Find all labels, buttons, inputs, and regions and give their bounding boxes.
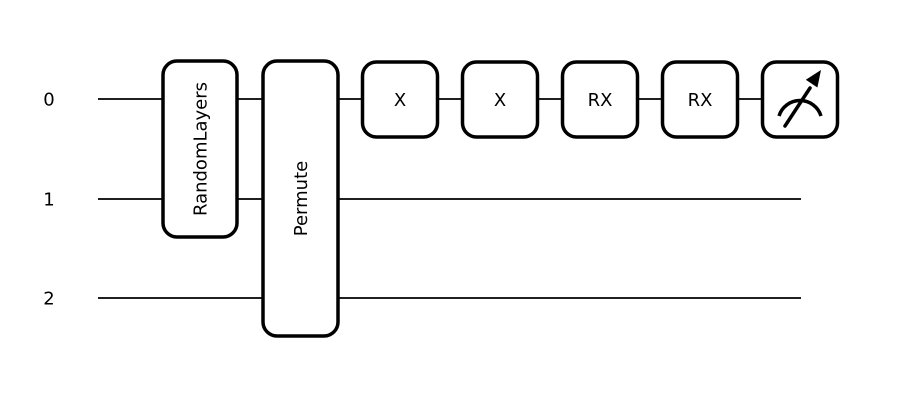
gate-rx-1-label: RX [588, 90, 613, 111]
gate-randomlayers-label: RandomLayers [190, 82, 211, 216]
measurement-node [760, 60, 840, 139]
gate-randomlayers: RandomLayers [161, 59, 239, 239]
gate-x-1-box [360, 60, 440, 139]
wire-label-2: 2 [43, 288, 54, 309]
wire-labels: 0 1 2 [43, 89, 54, 309]
gate-rx-2: RX [660, 60, 740, 139]
gauge-needle [783, 86, 812, 128]
gate-permute: Permute [261, 59, 340, 338]
gate-permute-box [261, 59, 340, 338]
gate-x-1-label: X [394, 90, 406, 111]
wire-label-0: 0 [43, 89, 54, 110]
wire-label-1: 1 [43, 189, 54, 210]
gate-x-1: X [360, 60, 440, 139]
gauge-needle-arrowhead [805, 70, 821, 88]
gate-x-2: X [460, 60, 540, 139]
gate-rx-1-box [560, 60, 640, 139]
gauge-measurement-icon [777, 70, 823, 128]
gate-x-2-box [460, 60, 540, 139]
gate-permute-label: Permute [291, 161, 312, 236]
gate-rx-2-label: RX [688, 90, 713, 111]
gate-rx-2-box [660, 60, 740, 139]
gate-rx-1: RX [560, 60, 640, 139]
gate-x-2-label: X [494, 90, 506, 111]
gate-randomlayers-box [161, 59, 239, 239]
